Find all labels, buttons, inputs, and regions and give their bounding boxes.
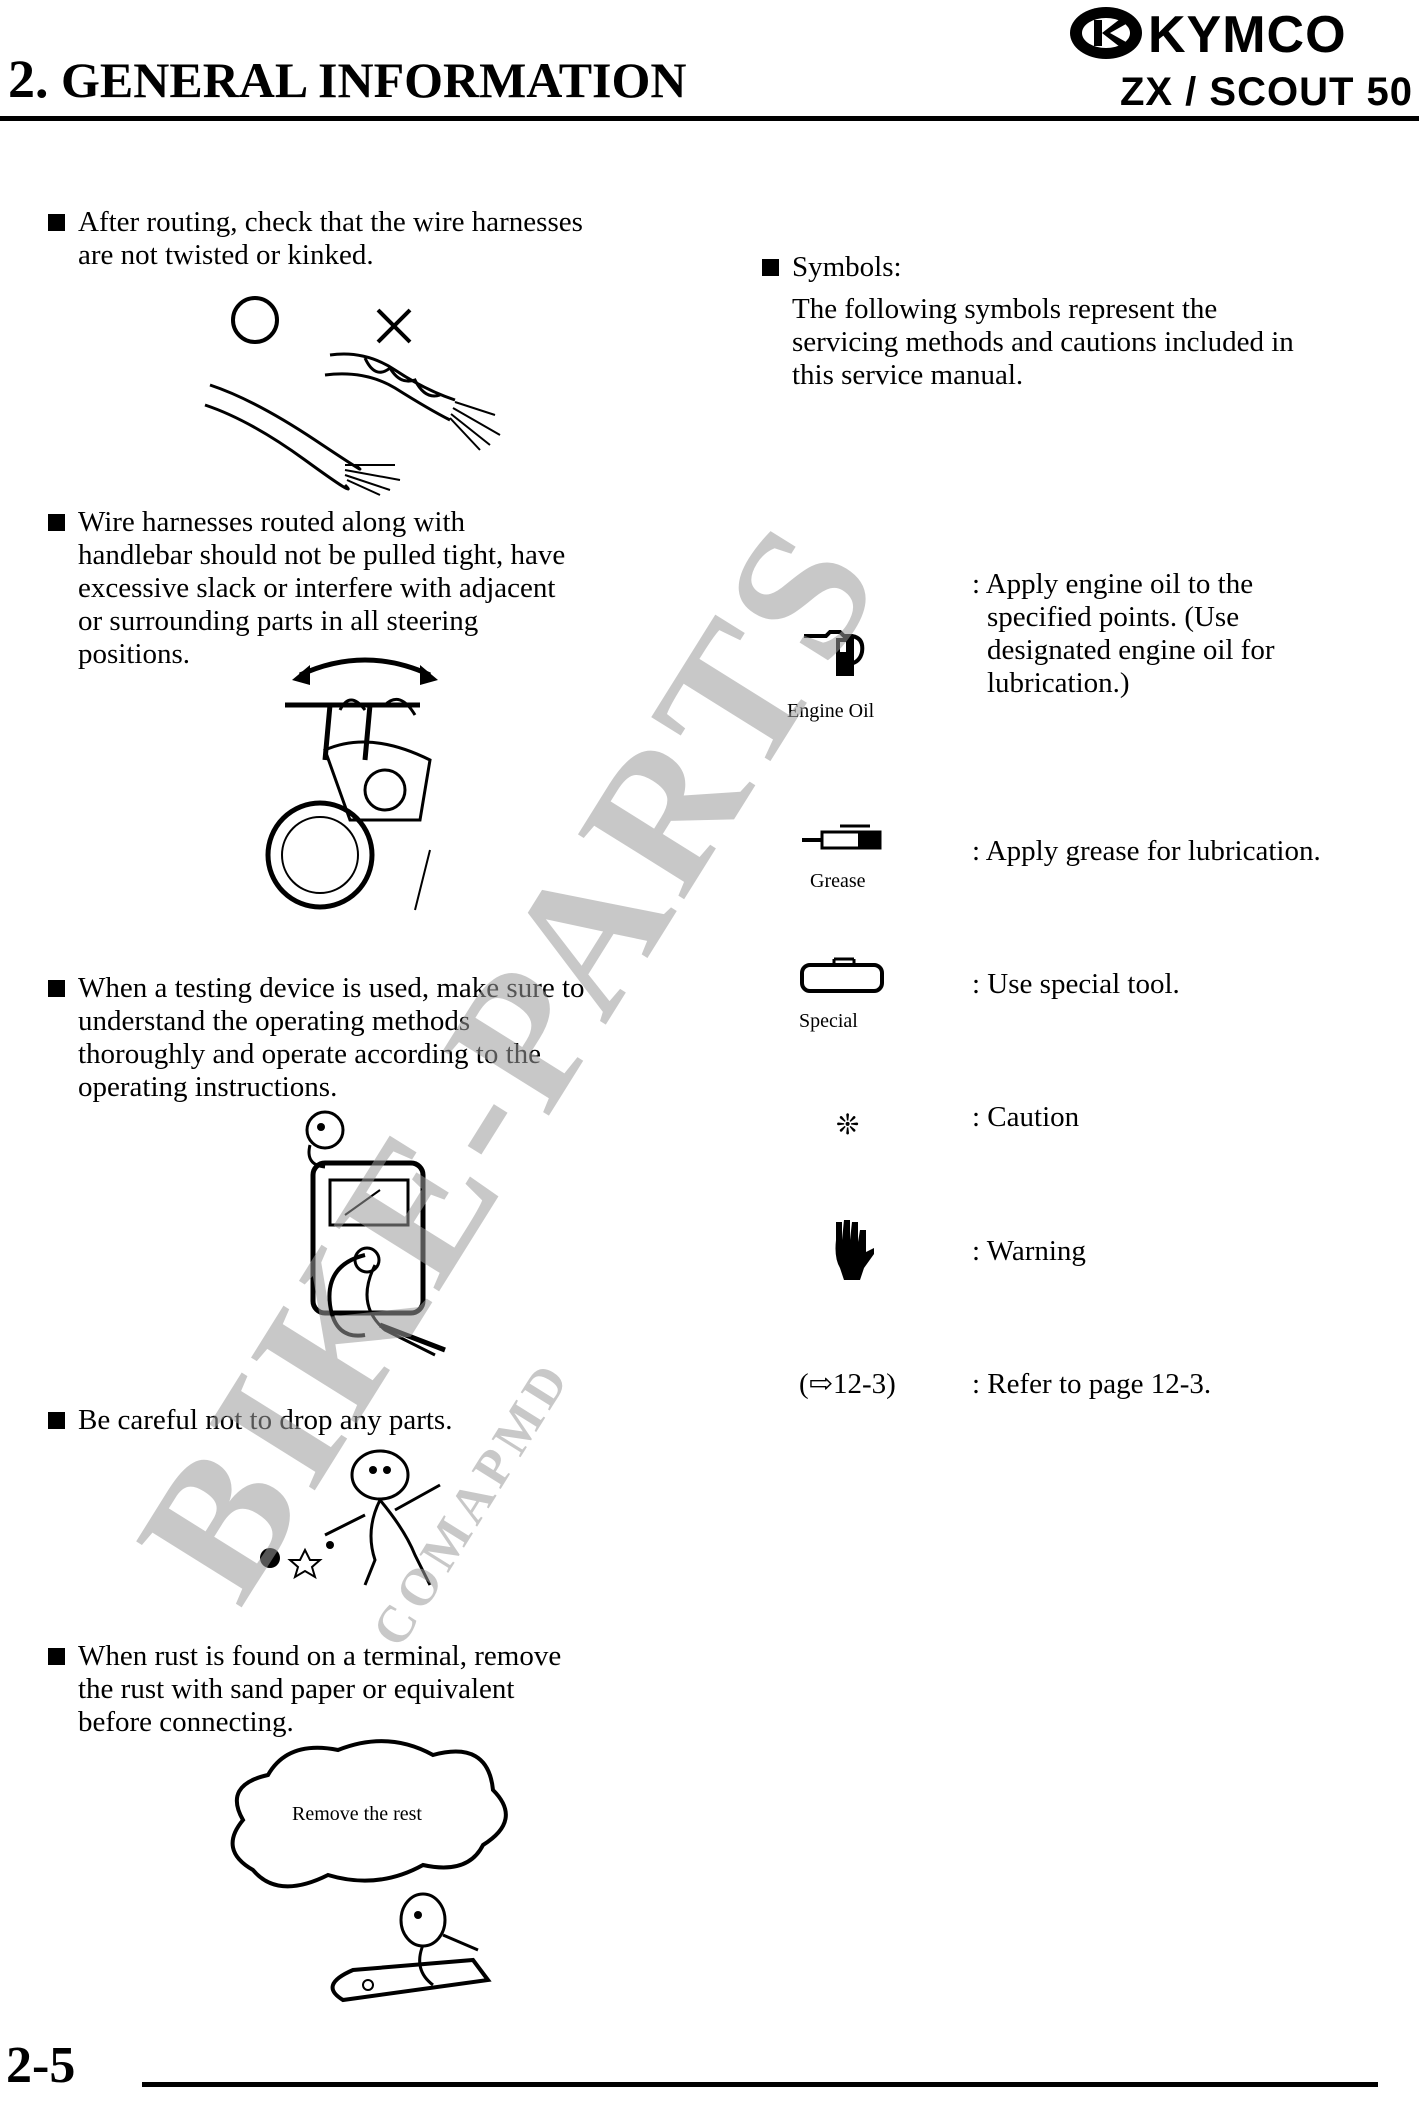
item-handlebar-routing: Wire harnesses routed along with handleb… <box>48 506 565 671</box>
brand-text: KYMCO <box>1148 6 1347 64</box>
motorcycle-steering-illustration <box>265 657 438 911</box>
page-reference-symbol: (⇨12-3) <box>799 1368 896 1400</box>
warning-description: : Warning <box>972 1235 1086 1267</box>
bullet-icon <box>48 514 65 531</box>
page-reference-description: : Refer to page 12-3. <box>972 1368 1212 1400</box>
item-drop-parts: Be careful not to drop any parts. <box>48 1404 452 1437</box>
special-caption: Special <box>799 1010 858 1032</box>
warning-hand-icon <box>835 1220 874 1280</box>
bullet-icon <box>48 1412 65 1429</box>
engine-oil-description: : Apply engine oil to the specified poin… <box>972 568 1275 699</box>
rust-bubble-text: Remove the rest <box>292 1803 422 1825</box>
symbols-intro: The following symbols represent the serv… <box>792 293 1294 391</box>
symbols-heading: Symbols: <box>762 251 902 284</box>
special-tool-icon <box>800 957 884 993</box>
bullet-icon <box>762 259 779 276</box>
page-number: 2-5 <box>6 2037 76 2094</box>
bullet-icon <box>48 980 65 997</box>
model-name: ZX / SCOUT 50 <box>1119 70 1413 114</box>
footer-rule <box>142 2082 1378 2087</box>
section-number: 2. <box>8 49 49 109</box>
bullet-icon <box>48 214 65 231</box>
rust-removal-illustration <box>230 1739 508 2003</box>
grease-icon <box>802 824 882 850</box>
item-twisted-harness: After routing, check that the wire harne… <box>48 206 583 272</box>
kymco-logo: KYMCO <box>1070 6 1347 64</box>
special-tool-description: : Use special tool. <box>972 968 1180 1000</box>
item-testing-device: When a testing device is used, make sure… <box>48 972 585 1104</box>
page-title: 2. GENERAL INFORMATION <box>8 48 687 110</box>
tester-illustration <box>305 1110 446 1357</box>
engine-oil-caption: Engine Oil <box>787 700 875 722</box>
grease-description: : Apply grease for lubrication. <box>972 835 1321 867</box>
engine-oil-icon <box>804 630 865 676</box>
caution-icon: ❊ <box>836 1108 860 1141</box>
header-rule <box>0 116 1419 121</box>
caution-description: : Caution <box>972 1101 1080 1133</box>
bullet-icon <box>48 1648 65 1665</box>
grease-caption: Grease <box>810 870 866 892</box>
section-title: GENERAL INFORMATION <box>61 52 687 108</box>
dropping-parts-illustration <box>260 1449 441 1586</box>
item-rust-terminal: When rust is found on a terminal, remove… <box>48 1640 561 1739</box>
harness-twist-illustration <box>204 296 501 496</box>
